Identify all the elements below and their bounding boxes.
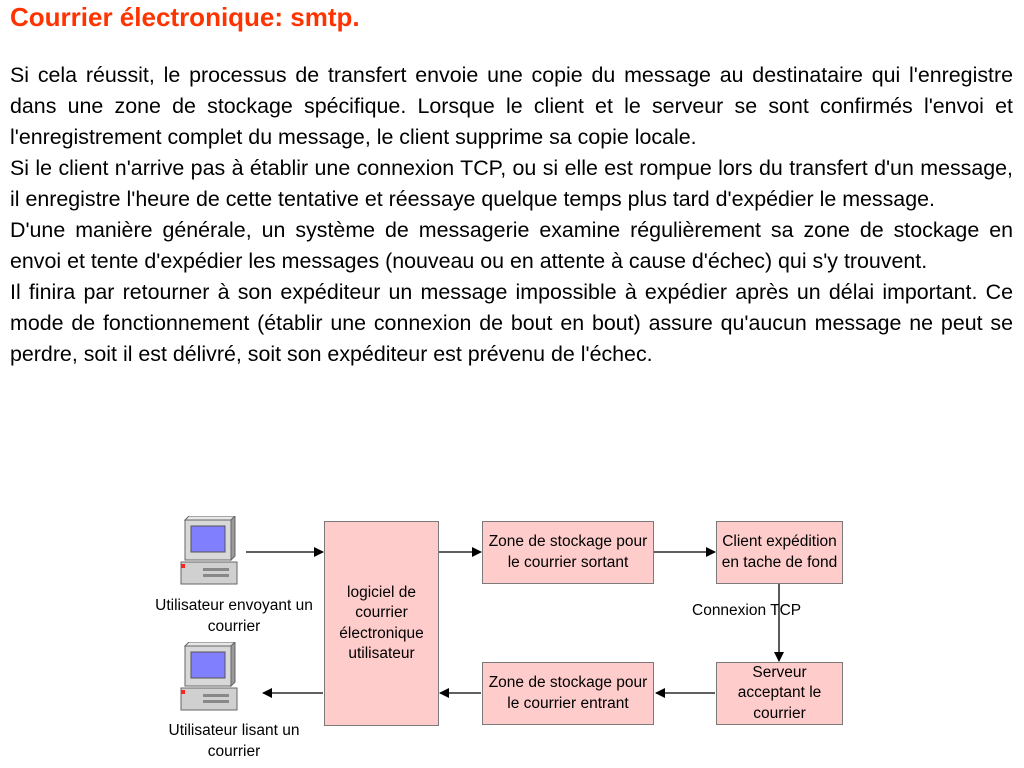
server-box: Serveur acceptant le courrier — [716, 662, 843, 725]
mail-software-box: logiciel de courrier électronique utilis… — [324, 521, 439, 726]
outgoing-storage-box: Zone de stockage pour le courrier sortan… — [482, 521, 654, 584]
sender-label: Utilisateur envoyant un courrier — [155, 597, 313, 635]
computer-icon — [180, 516, 238, 585]
paragraph-1: Si cela réussit, le processus de transfe… — [10, 63, 1013, 149]
body-text: Si cela réussit, le processus de transfe… — [10, 60, 1013, 370]
paragraph-3: D'une manière générale, un système de me… — [10, 218, 1013, 273]
client-box: Client expédition en tache de fond — [716, 521, 843, 584]
paragraph-4: Il finira par retourner à son expéditeur… — [10, 280, 1013, 366]
computer-icon — [180, 642, 238, 711]
tcp-connection-label: Connexion TCP — [692, 602, 802, 619]
paragraph-2: Si le client n'arrive pas à établir une … — [10, 156, 1013, 211]
page-title: Courrier électronique: smtp. — [10, 2, 360, 32]
incoming-storage-box: Zone de stockage pour le courrier entran… — [482, 662, 654, 725]
reader-label: Utilisateur lisant un courrier — [168, 722, 300, 760]
